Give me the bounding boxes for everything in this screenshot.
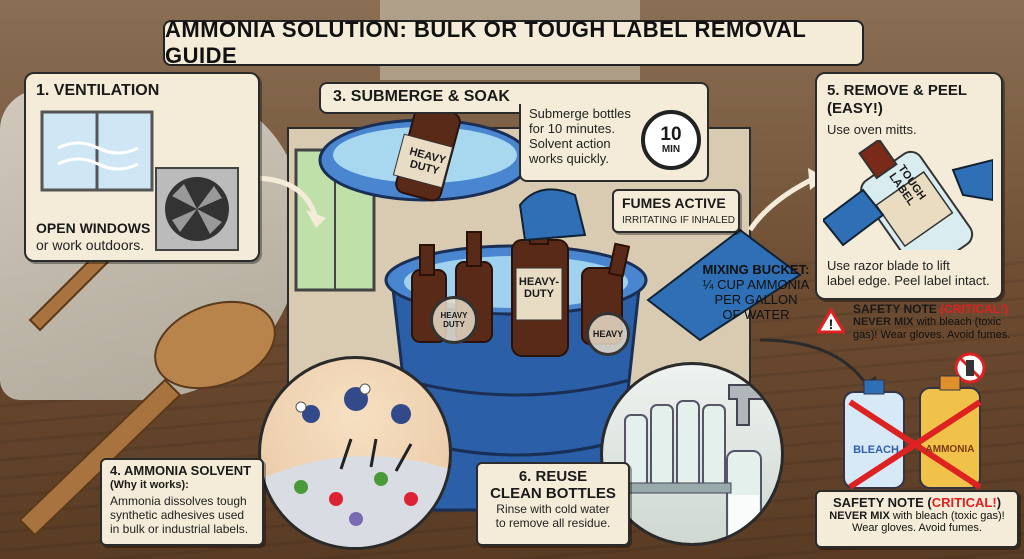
- step3-body-line: Submerge bottles: [529, 106, 631, 121]
- safety-bottom-line1: NEVER MIX with bleach (toxic gas)!: [817, 510, 1017, 522]
- step6-body-line: to remove all residue.: [495, 516, 611, 530]
- warning-icon: !: [817, 308, 845, 334]
- step4-sub: (Why it works):: [110, 479, 189, 491]
- safety-bottom-line1-bold: NEVER MIX: [829, 510, 890, 522]
- step4-heading: 4. AMMONIA SOLVENT: [110, 463, 252, 478]
- safety-bottom-line1-rest: with bleach (toxic gas)!: [889, 510, 1005, 522]
- safety-bottom-heading: SAFETY NOTE (CRITICAL!): [817, 495, 1017, 510]
- bucket-bottle-label-line: HEAVY-: [518, 276, 560, 288]
- magnifier-a-label: HEAVY DUTY: [440, 311, 468, 329]
- no-mix-illustration: [843, 352, 986, 490]
- svg-text:!: !: [829, 316, 834, 332]
- step6-body-line: Rinse with cold water: [496, 502, 610, 516]
- safety-note-top: ! SAFETY NOTE (CRITICAL!) NEVER MIX with…: [815, 300, 1020, 344]
- step5-body-line: Use razor blade to lift: [827, 258, 950, 273]
- safety-bottom-line2: Wear gloves. Avoid fumes.: [852, 522, 982, 534]
- step4-body-line: synthetic adhesives used: [110, 508, 245, 522]
- step4-body: Ammonia dissolves tough synthetic adhesi…: [110, 494, 248, 536]
- magnifier-b-label: HEAVY: [592, 329, 624, 339]
- safety-note-bottom: SAFETY NOTE (CRITICAL!) NEVER MIX with b…: [815, 490, 1019, 548]
- step5-body-line: label edge. Peel label intact.: [827, 273, 990, 288]
- safety-top-line1-rest: with bleach (toxic: [913, 316, 1001, 328]
- fumes-heading: FUMES ACTIVE: [622, 195, 726, 211]
- bucket-bottle-label-line: DUTY: [524, 288, 554, 300]
- window-icon: [40, 110, 154, 192]
- fumes-callout: FUMES ACTIVE IRRITATING IF INHALED: [612, 189, 740, 233]
- mixing-heading: MIXING BUCKET:: [702, 262, 810, 277]
- safety-top-line1-bold: NEVER MIX: [853, 316, 914, 328]
- mixing-line: ¼ CUP AMMONIA: [702, 277, 810, 292]
- step3-body: Submerge bottles for 10 minutes. Solvent…: [529, 106, 631, 166]
- step3-body-line: Solvent action: [529, 136, 611, 151]
- mixing-callout: MIXING BUCKET: ¼ CUP AMMONIA PER GALLON …: [700, 262, 812, 322]
- fan-icon: [155, 167, 239, 251]
- step4-body-line: in bulk or industrial labels.: [110, 522, 249, 536]
- step4-solvent-panel: 4. AMMONIA SOLVENT (Why it works): Ammon…: [100, 458, 264, 546]
- molecule-magnifier: [258, 356, 452, 550]
- safety-bottom-heading-b: CRITICAL!: [931, 495, 997, 510]
- safety-bottom-heading-c: ): [996, 495, 1002, 510]
- step3-body-line: works quickly.: [529, 151, 609, 166]
- timer-icon: 10 MIN: [641, 110, 701, 170]
- timer-unit: MIN: [661, 143, 681, 155]
- timer-value: 10: [660, 123, 682, 145]
- bleach-label: BLEACH: [853, 444, 899, 456]
- step1-sub-text: or work outdoors.: [36, 237, 145, 253]
- step1-ventilation-panel: 1. VENTILATION OPEN WINDOWS or work outd…: [24, 72, 260, 262]
- safety-top-heading-b: (CRITICAL!): [940, 302, 1009, 316]
- step5-remove-panel: 5. REMOVE & PEEL (EASY!) Use oven mitts.…: [815, 72, 1003, 300]
- step6-heading-line: CLEAN BOTTLES: [490, 485, 616, 502]
- molecule-illustration: [261, 383, 449, 547]
- mixing-line: OF WATER: [722, 307, 790, 322]
- step3-soak-panel: 3. SUBMERGE & SOAK Submerge bottles for …: [319, 82, 709, 182]
- safety-bottom-heading-a: SAFETY NOTE (: [832, 495, 932, 510]
- magnifier-a: HEAVY DUTY: [430, 296, 478, 344]
- magnifier-b: HEAVY: [586, 312, 630, 356]
- ammonia-label: AMMONIA: [925, 444, 975, 455]
- step6-reuse-panel: 6. REUSE CLEAN BOTTLES Rinse with cold w…: [476, 462, 630, 546]
- fumes-sub: IRRITATING IF INHALED: [622, 215, 735, 226]
- step4-body-line: Ammonia dissolves tough: [110, 494, 247, 508]
- safety-top-line1: NEVER MIX with bleach (toxic: [853, 316, 1001, 328]
- peel-illustration: [823, 140, 993, 250]
- step3-body-line: for 10 minutes.: [529, 121, 615, 136]
- step1-heading: 1. VENTILATION: [36, 82, 160, 99]
- safety-top-heading: SAFETY NOTE (CRITICAL!): [853, 302, 1008, 316]
- step5-body: Use razor blade to lift label edge. Peel…: [827, 258, 990, 288]
- bucket-bottle-label: HEAVY- DUTY: [516, 276, 562, 300]
- step1-sub-bold: OPEN WINDOWS: [36, 220, 151, 236]
- step5-heading-1: 5. REMOVE & PEEL: [827, 82, 968, 99]
- step3-heading: 3. SUBMERGE & SOAK: [333, 88, 510, 105]
- safety-top-line2: gas)! Wear gloves. Avoid fumes.: [853, 329, 1011, 341]
- safety-top-heading-a: SAFETY NOTE: [853, 302, 941, 316]
- rinse-magnifier: [600, 362, 784, 546]
- step5-note: Use oven mitts.: [827, 122, 917, 137]
- page-title: AMMONIA SOLUTION: BULK OR TOUGH LABEL RE…: [163, 17, 864, 68]
- mixing-line: PER GALLON: [714, 292, 798, 307]
- step5-heading-2: (EASY!): [827, 100, 883, 117]
- step6-heading-line: 6. REUSE: [518, 468, 588, 485]
